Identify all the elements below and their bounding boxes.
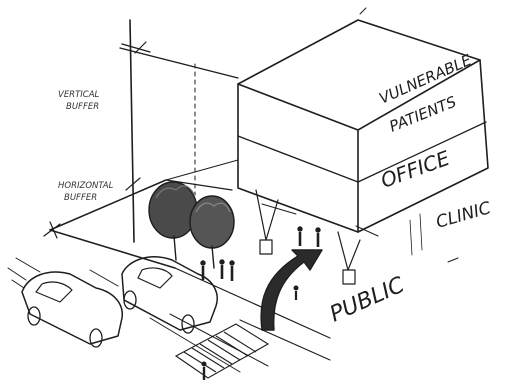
public-entry-arrow-icon: [261, 250, 322, 330]
parking-stalls: [8, 258, 268, 372]
horizontal-buffer-label-line1: HORIZONTAL: [58, 181, 114, 191]
clinic-label: CLINIC: [434, 198, 493, 233]
vertical-buffer-label-line2: BUFFER: [66, 102, 99, 112]
vulnerable-patients-label-line1: VULNERABLE: [376, 51, 474, 108]
horizontal-buffer-label-line2: BUFFER: [64, 193, 97, 203]
vertical-buffer-label-line1: VERTICAL: [58, 90, 100, 100]
tree-icon: [190, 196, 234, 268]
office-label: OFFICE: [378, 146, 454, 193]
car-icon: [22, 272, 122, 347]
public-label: PUBLIC: [326, 272, 409, 327]
